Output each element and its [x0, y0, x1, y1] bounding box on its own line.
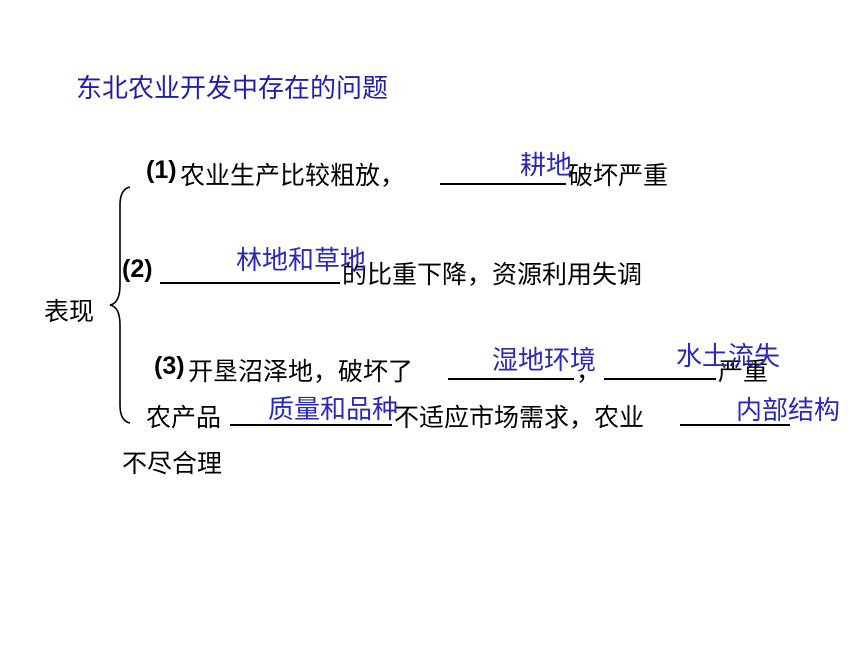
item-3-answer-2: 水土流失	[676, 342, 781, 372]
item-3-sep: ，	[576, 357, 602, 386]
item-1-text-pre: 农业生产比较粗放，	[180, 161, 406, 190]
item-2-answer: 林地和草地	[236, 246, 367, 276]
item-3-line3: 不尽合理	[122, 449, 223, 478]
brace-icon	[109, 186, 131, 424]
item-1-answer: 耕地	[520, 151, 573, 181]
item-2-number: (2)	[122, 255, 153, 283]
item-3-text-pre: 开垦沼泽地，破坏了	[188, 357, 414, 386]
item-3-line2-mid: 不适应市场需求，农业	[394, 403, 645, 432]
item-3-line2-pre: 农产品	[146, 403, 222, 432]
item-1-number: (1)	[146, 156, 177, 184]
item-1-blank	[440, 183, 566, 185]
item-2-blank	[160, 282, 340, 284]
item-3-answer-3: 质量和品种	[268, 395, 399, 425]
item-3-blank-1	[448, 378, 574, 380]
item-3-text-post: 严重	[718, 357, 769, 386]
item-3-number: (3)	[154, 352, 185, 380]
item-3-answer-1: 湿地环境	[492, 346, 597, 376]
item-3-blank-2	[604, 378, 716, 380]
label-biaoxian: 表现	[44, 297, 95, 326]
item-3-answer-4: 内部结构	[736, 396, 841, 426]
item-3-blank-4	[680, 424, 790, 426]
page-title: 东北农业开发中存在的问题	[76, 74, 389, 104]
item-3-blank-3	[230, 424, 392, 426]
item-1-text-post: 破坏严重	[568, 161, 669, 190]
item-2-text-post: 的比重下降，资源利用失调	[342, 260, 643, 289]
